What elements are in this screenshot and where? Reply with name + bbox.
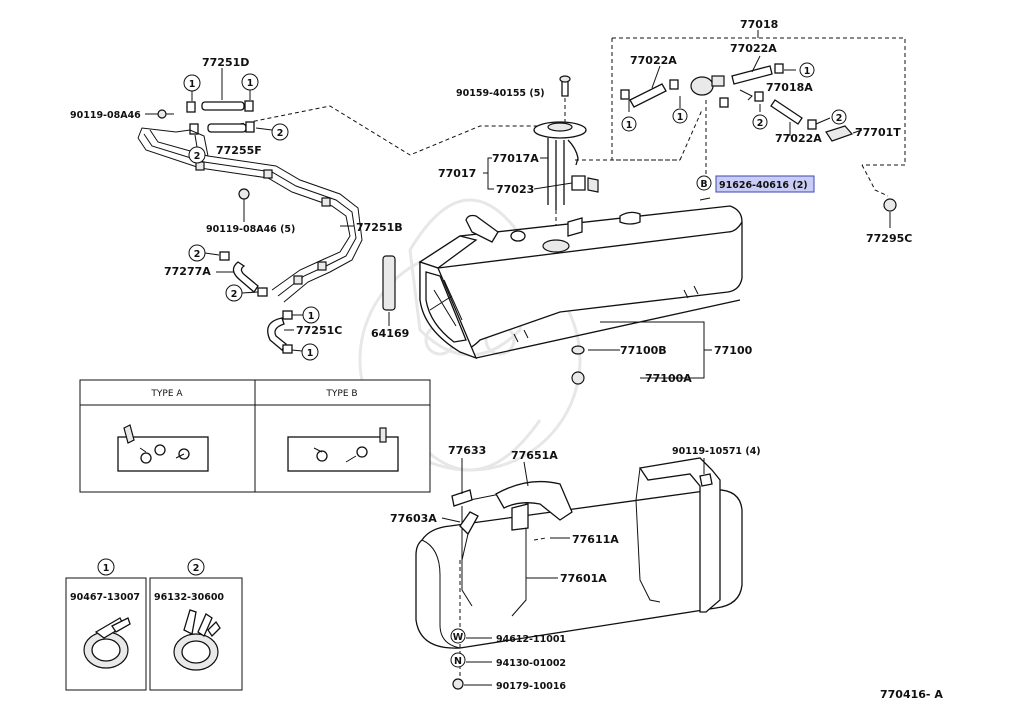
svg-text:90179-10016: 90179-10016: [496, 681, 566, 692]
svg-text:90119-10571 (4): 90119-10571 (4): [672, 446, 761, 457]
svg-text:94612-11001: 94612-11001: [496, 634, 566, 645]
svg-text:77017: 77017: [438, 167, 476, 180]
highlight-box: [715, 175, 815, 193]
svg-text:2: 2: [231, 289, 238, 300]
svg-text:77251D: 77251D: [202, 56, 249, 69]
svg-text:77611A: 77611A: [572, 533, 619, 546]
svg-text:77651A: 77651A: [511, 449, 558, 462]
svg-text:2: 2: [194, 151, 201, 162]
part-77295c: 77295C: [861, 164, 912, 245]
svg-text:1: 1: [308, 311, 315, 322]
svg-text:1: 1: [103, 563, 110, 574]
svg-text:1: 1: [804, 66, 811, 77]
clip: [754, 91, 764, 102]
clip: [719, 97, 729, 108]
clip: [774, 63, 784, 74]
fuel-sender-gauge: 90159-40155 (5) 77017A 77017 77023: [438, 75, 599, 251]
evap-markers: 1 1 1 2 2: [621, 62, 847, 132]
svg-text:77633: 77633: [448, 444, 486, 457]
part-64169: 64169: [371, 255, 409, 340]
svg-text:W: W: [453, 632, 464, 643]
svg-text:1: 1: [307, 348, 314, 359]
hose-top: [731, 65, 773, 85]
hose-77251d: [201, 101, 245, 111]
hose-bottom: [770, 99, 803, 125]
label-77018: 77018: [740, 18, 778, 31]
svg-text:77100: 77100: [714, 344, 753, 357]
svg-text:2: 2: [194, 249, 201, 260]
svg-text:90467-13007: 90467-13007: [70, 592, 140, 603]
svg-text:90119-08A46: 90119-08A46: [70, 110, 141, 121]
svg-text:2: 2: [757, 118, 764, 129]
type-table: TYPE A TYPE B: [79, 379, 431, 493]
clip: [669, 79, 679, 90]
svg-text:1: 1: [247, 78, 254, 89]
svg-text:77295C: 77295C: [866, 232, 912, 245]
svg-text:N: N: [454, 656, 462, 667]
clip: [245, 121, 255, 133]
valve-port: [711, 75, 725, 87]
svg-text:64169: 64169: [371, 327, 409, 340]
drawing-id: 770416- A: [880, 688, 943, 701]
svg-text:2: 2: [836, 113, 843, 124]
evap-group: 77018 77022A 77022A 77018A 77022A 77701T: [611, 18, 906, 166]
label-77018a: 77018A: [766, 81, 813, 94]
clamp-legend: 1 2 90467-13007 96132-30600: [65, 558, 243, 691]
svg-text:96132-30600: 96132-30600: [154, 592, 224, 603]
clip: [807, 119, 817, 130]
fuel-pipes: 77251D 90119-08A46 77255F 90119-08A46 (5…: [70, 56, 403, 354]
svg-text:77251C: 77251C: [296, 324, 342, 337]
type-b-header: TYPE B: [325, 389, 357, 399]
hose-77251c: [267, 317, 287, 351]
tank-with-straps: 77633 77651A 90119-10571 (4) 77603A 7761…: [390, 444, 761, 692]
svg-text:77277A: 77277A: [164, 265, 211, 278]
hose-77277a: [232, 261, 259, 293]
svg-text:77100A: 77100A: [645, 372, 692, 385]
svg-text:1: 1: [189, 79, 196, 90]
label-77701t: 77701T: [855, 126, 901, 139]
vent-valve: [825, 125, 854, 142]
label-77022a-bottom: 77022A: [775, 132, 822, 145]
svg-text:77100B: 77100B: [620, 344, 667, 357]
svg-text:77251B: 77251B: [356, 221, 403, 234]
connection-line-2: [575, 109, 703, 161]
pipe-markers: 1 1 2 2 2 2 1 1: [183, 73, 320, 361]
svg-text:77601A: 77601A: [560, 572, 607, 585]
svg-text:77255F: 77255F: [216, 144, 262, 157]
label-90159: 90159-40155 (5): [456, 88, 545, 99]
svg-text:B: B: [700, 179, 707, 190]
hose-left: [629, 83, 667, 108]
clip: [186, 101, 196, 113]
hose-77255f: [207, 123, 247, 133]
type-a-header: TYPE A: [150, 389, 183, 399]
svg-text:2: 2: [277, 128, 284, 139]
connection-line: [239, 105, 540, 156]
fuel-tank: 77100B 77100 77100A: [418, 197, 753, 385]
svg-text:90119-08A46 (5): 90119-08A46 (5): [206, 224, 295, 235]
label-91626: 91626-40616 (2): [719, 180, 808, 191]
clip: [620, 89, 630, 100]
clip: [189, 123, 199, 135]
label-77022a-top: 77022A: [730, 42, 777, 55]
check-valve: [690, 76, 714, 96]
svg-text:77603A: 77603A: [390, 512, 437, 525]
svg-text:2: 2: [193, 563, 200, 574]
label-77022a-left: 77022A: [630, 54, 677, 67]
svg-text:94130-01002: 94130-01002: [496, 658, 566, 669]
clip: [244, 100, 254, 112]
svg-text:77023: 77023: [496, 183, 534, 196]
svg-text:1: 1: [677, 112, 684, 123]
part-91626: B 91626-40616 (2): [696, 100, 815, 193]
svg-text:1: 1: [626, 120, 633, 131]
svg-text:77017A: 77017A: [492, 152, 539, 165]
